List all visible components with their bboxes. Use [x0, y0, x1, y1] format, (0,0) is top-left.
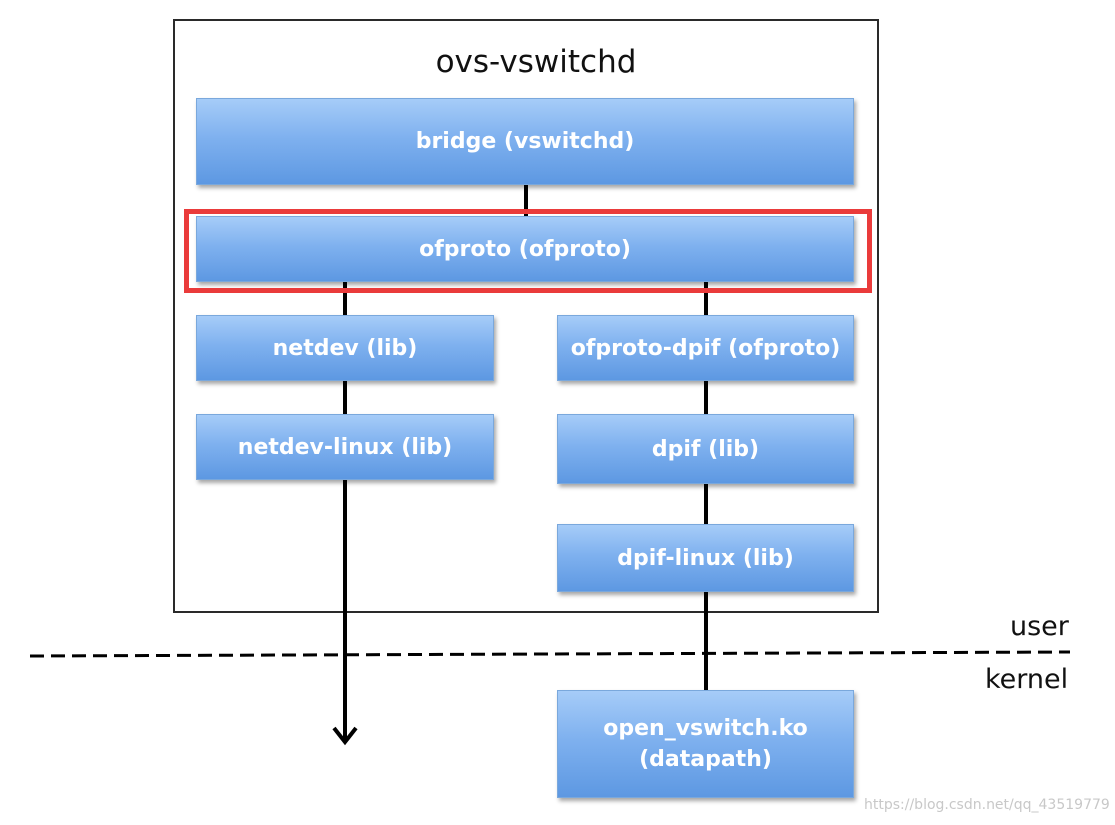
dpif-box: dpif (lib) — [557, 414, 854, 484]
dpif-linux-label: dpif-linux (lib) — [617, 545, 794, 571]
ofproto-box: ofproto (ofproto) — [196, 216, 854, 282]
user-label: user — [1010, 611, 1069, 642]
ofproto-highlight — [184, 209, 872, 293]
datapath-label-line2: (datapath) — [639, 747, 772, 772]
ofproto-dpif-label: ofproto-dpif (ofproto) — [570, 335, 841, 361]
datapath-box: open_vswitch.ko (datapath) — [557, 690, 854, 798]
ofproto-dpif-box: ofproto-dpif (ofproto) — [557, 315, 854, 381]
frame-title: ovs-vswitchd — [435, 44, 637, 80]
kernel-arrow-head — [332, 726, 358, 746]
netdev-box: netdev (lib) — [196, 315, 494, 381]
netdev-label: netdev (lib) — [272, 335, 418, 361]
netdev-linux-label: netdev-linux (lib) — [237, 434, 453, 460]
netdev-linux-box: netdev-linux (lib) — [196, 414, 494, 480]
watermark-text: https://blog.csdn.net/qq_43519779 — [864, 797, 1110, 813]
ofproto-label: ofproto (ofproto) — [419, 236, 631, 262]
datapath-label-line1: open_vswitch.ko — [603, 716, 808, 741]
kernel-label: kernel — [985, 664, 1069, 695]
bridge-box: bridge (vswitchd) — [196, 98, 854, 185]
dpif-linux-box: dpif-linux (lib) — [557, 524, 854, 592]
bridge-label: bridge (vswitchd) — [415, 129, 635, 154]
dpif-label: dpif (lib) — [651, 436, 760, 462]
user-kernel-divider — [29, 650, 1071, 658]
